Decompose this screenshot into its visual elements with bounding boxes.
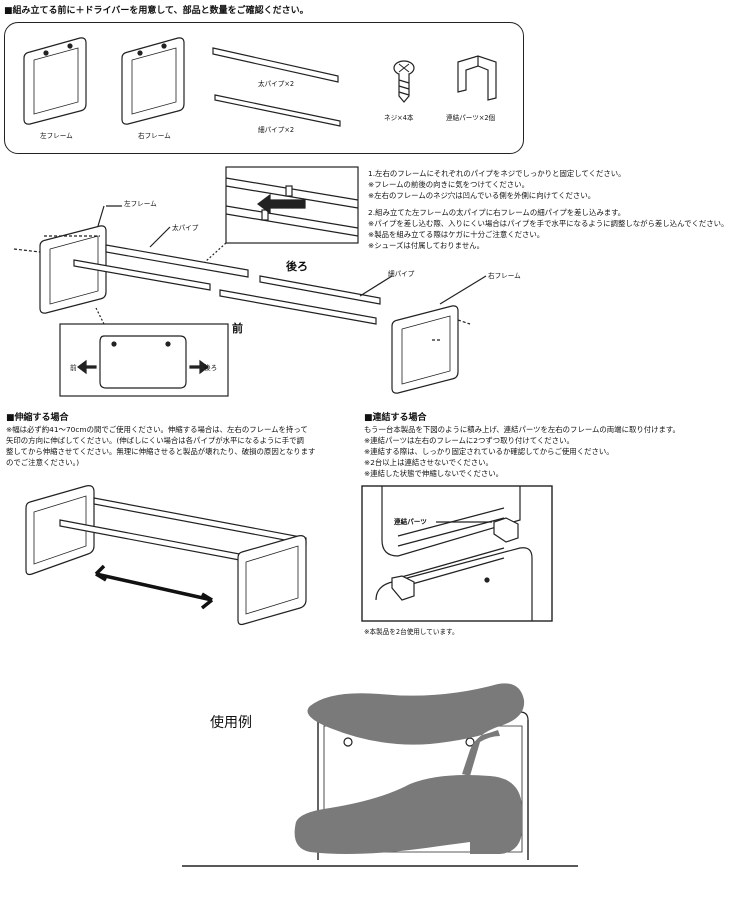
thick-pipe-part [212,47,339,83]
assembly-left-frame [39,225,107,314]
label-assembly-thick-pipe: 太パイプ [172,224,199,232]
extend-diagram [25,485,307,626]
instruction-line: ※パイプを差し込む際、入りにくい場合はパイプを手で水平になるように調整しながら差… [368,219,729,228]
parts-header: ■組み立てる前に＋ドライバーを用意して、部品と数量をご確認ください。 [4,6,309,16]
front-arrow-icon [77,359,97,375]
inset-label-back: 後ろ [204,364,218,372]
inset-label-front: 前 [70,364,77,372]
usage-example [182,683,578,867]
usage-label: 使用例 [210,715,252,731]
label-back: 後ろ [286,260,308,273]
front-view-inset [59,323,229,397]
label-screw: ネジ×4本 [384,114,414,122]
label-left-frame: 左フレーム [40,132,73,140]
extend-line: 整してから伸縮させてください。無理に伸縮させると製品が壊れたり、破損の原因となり… [6,447,316,456]
instruction-line: ※製品を組み立てる際はケガに十分ご注意ください。 [368,230,545,239]
assembly-thick-pipe-left [105,244,249,278]
assembly-thick-pipe-right [219,289,377,325]
thin-pipe-part [214,94,341,127]
label-front: 前 [232,322,243,335]
connect-text: もう一台本製品を下図のように積み上げ、連結パーツを左右のフレームの両端に取り付け… [364,424,748,479]
connector-callout: 連結パーツ [394,518,427,526]
instructions: 1.左右のフレームにそれぞれのパイプをネジでしっかりと固定してください。 ※フレ… [368,168,748,251]
instruction-line: ※フレームの前後の向きに気をつけてください。 [368,180,529,189]
assembly-thin-pipe-left [73,259,211,291]
right-frame-part [121,37,185,125]
connect-line: ※連結した状態で伸縮しないでください。 [364,469,504,478]
connect-line: ※連結する際は、しっかり固定されているか確認してからご使用ください。 [364,447,614,456]
left-frame-part [23,37,87,125]
connector-part [457,55,497,101]
assembly-right-frame [391,305,459,394]
extend-header: ■伸縮する場合 [6,413,69,423]
connect-line: もう一台本製品を下図のように積み上げ、連結パーツを左右のフレームの両端に取り付け… [364,425,680,434]
extend-text: ※幅は必ず約41～70cmの間でご使用ください。伸縮する場合は、左右のフレームを… [6,424,362,468]
connect-header: ■連結する場合 [364,413,427,423]
screw-part [393,60,415,103]
connect-line: ※2台以上は連結させないでください。 [364,458,493,467]
instruction-line: 1.左右のフレームにそれぞれのパイプをネジでしっかりと固定してください。 [368,169,626,178]
extend-line: ※幅は必ず約41～70cmの間でご使用ください。伸縮する場合は、左右のフレームを… [6,425,308,434]
label-right-frame: 右フレーム [138,132,171,140]
instruction-line: ※左右のフレームのネジ穴は凹んでいる側を外側に向けてください。 [368,191,596,200]
connect-note: ※本製品を2台使用しています。 [364,628,459,636]
assembly-thin-pipe-right [259,275,381,305]
instruction-line: ※シューズは付属しておりません。 [368,241,485,250]
instruction-line: 2.組み立てた左フレームの太パイプに右フレームの細パイプを差し込みます。 [368,208,626,217]
label-thin-pipe: 細パイプ×2 [258,126,295,134]
insert-arrow-icon [257,193,306,215]
extend-line: 矢印の方向に伸ばしてください。(伸ばしにくい場合は各パイプが水平になるように手で… [6,436,304,445]
label-assembly-left-frame: 左フレーム [124,200,157,208]
label-assembly-right-frame: 右フレーム [488,272,521,280]
label-connector: 連結パーツ×2個 [446,114,496,122]
extend-line: のでご注意ください。) [6,458,80,467]
label-assembly-thin-pipe: 細パイプ [388,270,415,278]
label-thick-pipe: 太パイプ×2 [258,80,295,88]
connect-line: ※連結パーツは左右のフレームに2つずつ取り付けてください。 [364,436,574,445]
back-arrow-icon [189,359,209,375]
parts-box [4,22,524,154]
connect-diagram [361,485,553,622]
